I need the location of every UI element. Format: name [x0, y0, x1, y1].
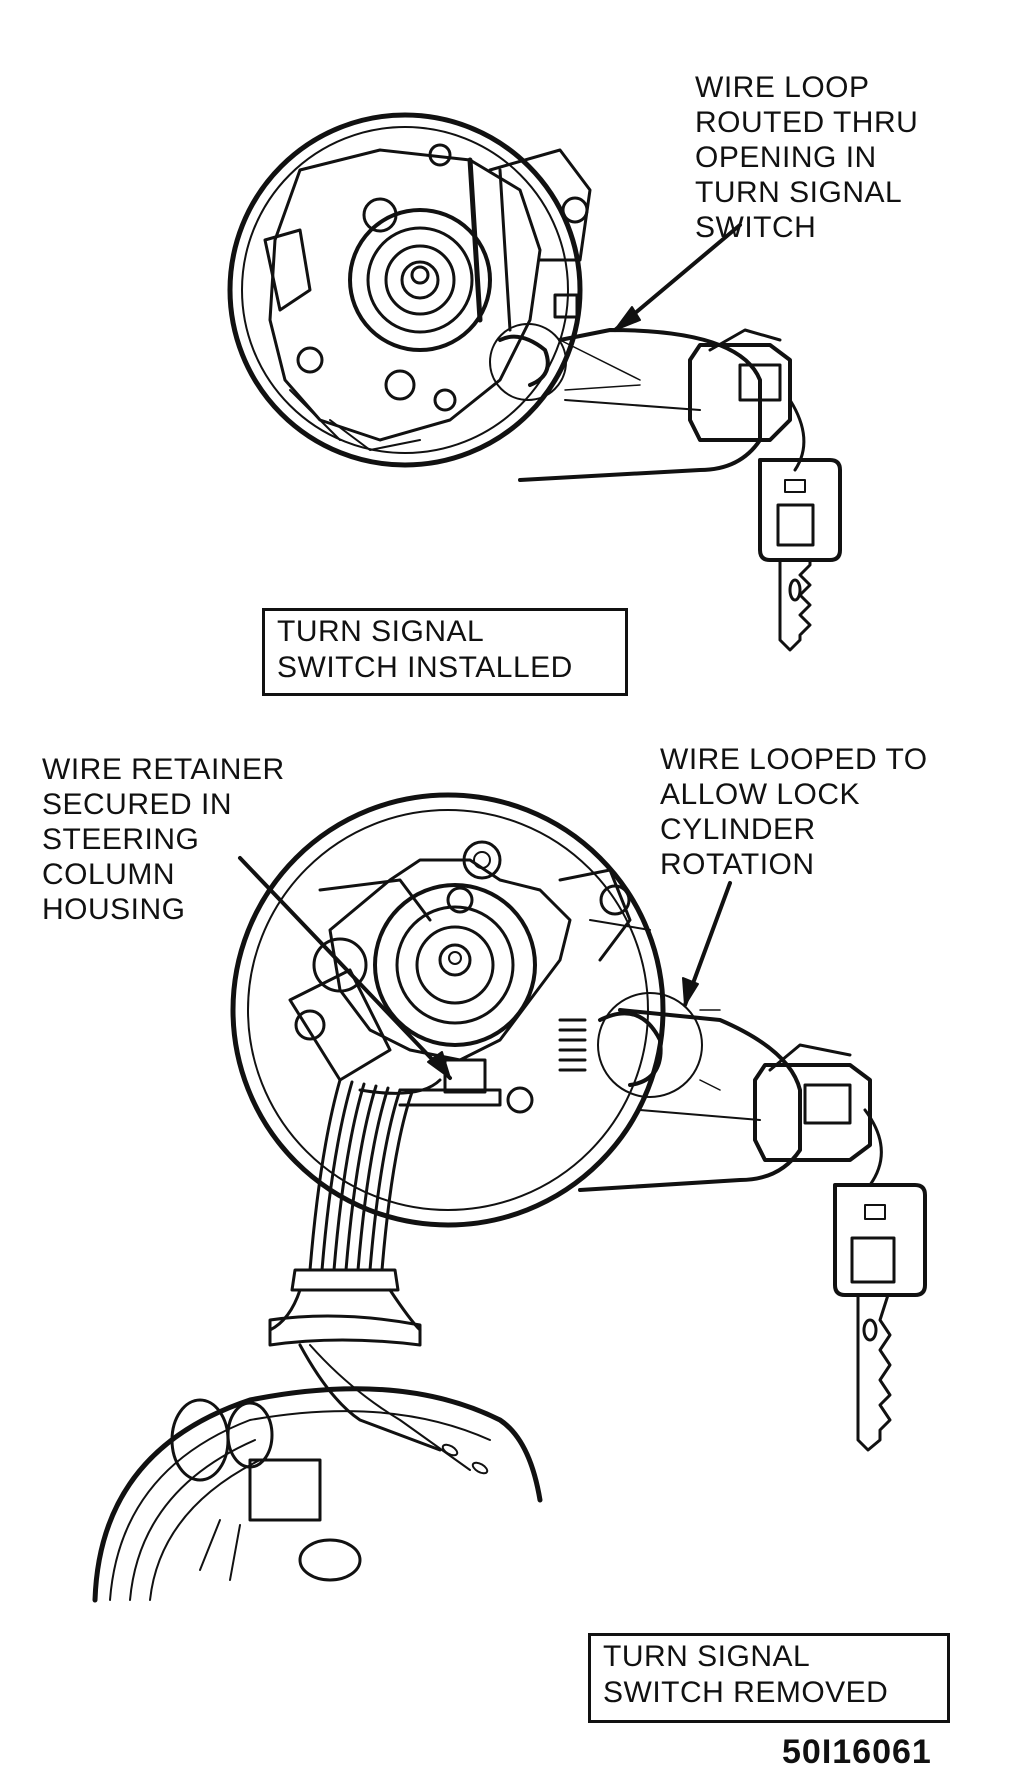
switch-removed-caption: TURN SIGNAL SWITCH REMOVED [588, 1633, 950, 1723]
wire-retainer-callout: WIRE RETAINER SECURED IN STEERING COLUMN… [42, 753, 285, 926]
figure-id: 50I16061 [782, 1733, 932, 1771]
wire-looped-callout: WIRE LOOPED TO ALLOW LOCK CYLINDER ROTAT… [660, 743, 928, 881]
removed-switch-illustration [92, 792, 927, 1603]
wire-loop-callout: WIRE LOOP ROUTED THRU OPENING IN TURN SI… [695, 71, 919, 244]
switch-installed-caption: TURN SIGNAL SWITCH INSTALLED [262, 608, 628, 696]
installed-switch-illustration [227, 112, 842, 652]
